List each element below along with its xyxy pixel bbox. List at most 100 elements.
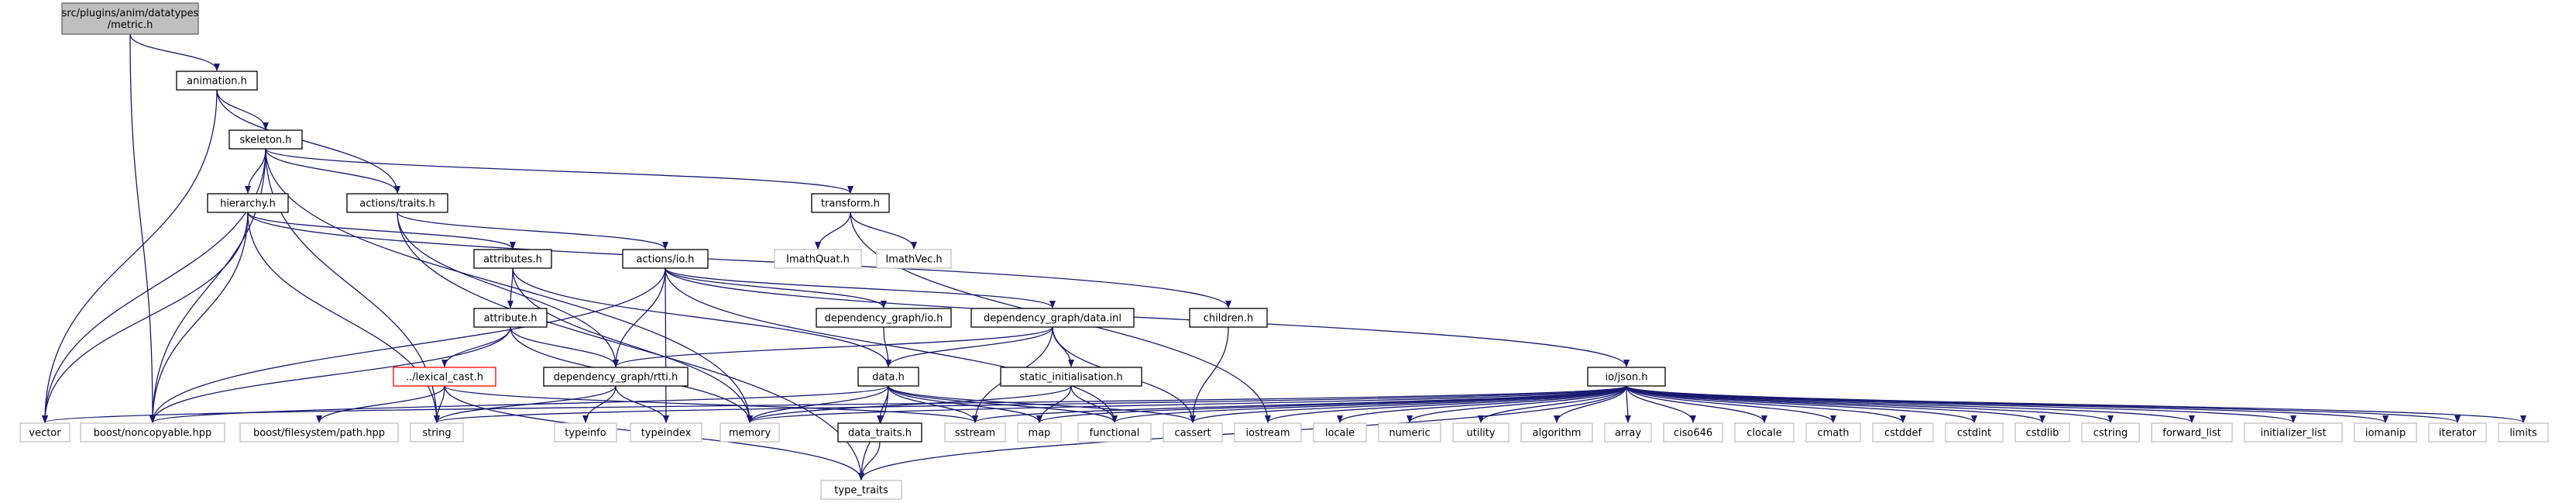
edge-actions_traits-to-dg_rtti (397, 212, 619, 367)
node-actions-traits[interactable]: actions/traits.h (346, 193, 448, 213)
edge-io_json-to-functional (1111, 385, 1627, 423)
edge-attributes-to-memory (512, 267, 753, 423)
node-utility-label: utility (1467, 428, 1496, 439)
node-filesystem-box (239, 422, 399, 443)
node-map-box (1017, 422, 1062, 443)
edge-root-to-noncopyable (129, 33, 156, 423)
node-iterator-label: iterator (2439, 428, 2477, 439)
edge-dg_rtti-to-typeindex (615, 385, 669, 423)
node-locale-box (1313, 422, 1367, 443)
node-filesystem: boost/filesystem/path.hpp (239, 422, 399, 443)
node-limits-box (2498, 422, 2549, 443)
node-locale: locale (1313, 422, 1367, 443)
node-utility: utility (1452, 422, 1510, 443)
node-skeleton-label: skeleton.h (239, 135, 291, 146)
edge-skeleton-to-noncopyable (149, 148, 266, 423)
node-children-label: children.h (1204, 313, 1254, 325)
node-static-init[interactable]: static_initialisation.h (1000, 367, 1142, 387)
node-iomanip-label: iomanip (2365, 428, 2406, 439)
edge-transform-to-imathvec (850, 212, 917, 250)
node-hierarchy[interactable]: hierarchy.h (207, 193, 289, 213)
node-functional-label: functional (1090, 428, 1140, 439)
node-data-traits[interactable]: data_traits.h (837, 422, 922, 443)
node-noncopyable: boost/noncopyable.hpp (80, 422, 225, 443)
edge-dg_data-to-data (885, 326, 1053, 367)
node-data-label: data.h (872, 372, 905, 384)
node-cstdlib-label: cstdlib (2026, 428, 2059, 439)
node-string-label: string (422, 428, 451, 439)
node-dg-io-box (816, 308, 952, 328)
node-clocale: clocale (1734, 422, 1795, 443)
node-attribute[interactable]: attribute.h (473, 308, 548, 328)
node-data[interactable]: data.h (857, 367, 919, 387)
node-cmath-box (1805, 422, 1861, 443)
node-typeindex: typeindex (630, 422, 702, 443)
node-dg-data[interactable]: dependency_graph/data.inl (970, 308, 1135, 328)
node-iterator-box (2428, 422, 2487, 443)
edge-io_json-to-memory (747, 385, 1627, 423)
node-transform-label: transform.h (821, 198, 880, 210)
node-lexical[interactable]: ../lexical_cast.h (393, 367, 496, 387)
edge-actions_traits-to-type_traits (397, 212, 864, 481)
node-iostream-label: iostream (1245, 428, 1290, 439)
node-memory-label: memory (729, 428, 771, 439)
node-data-traits-label: data_traits.h (848, 428, 912, 439)
node-imathquat-label: ImathQuat.h (786, 254, 850, 266)
edge-data-to-noncopyable (149, 385, 889, 423)
node-initializer-list-box (2244, 422, 2343, 443)
node-actions-io[interactable]: actions/io.h (622, 249, 709, 269)
node-cstdint-label: cstdint (1957, 428, 1991, 439)
node-type-traits-label: type_traits (834, 485, 888, 497)
node-typeindex-label: typeindex (641, 428, 692, 439)
node-root[interactable]: src/plugins/anim/datatypes/metric.h (61, 2, 199, 35)
node-limits-label: limits (2509, 428, 2537, 439)
edge-io_json-to-cstring (1626, 385, 2114, 423)
node-animation-label: animation.h (187, 76, 247, 88)
node-transform[interactable]: transform.h (811, 193, 890, 213)
node-skeleton[interactable]: skeleton.h (228, 129, 303, 150)
node-io-json-label: io/json.h (1606, 372, 1648, 384)
node-dg-rtti-label: dependency_graph/rtti.h (554, 372, 678, 384)
node-attributes-label: attributes.h (483, 254, 542, 266)
node-animation[interactable]: animation.h (176, 71, 258, 91)
edge-actions_io-to-typeindex (662, 267, 669, 423)
node-attributes[interactable]: attributes.h (473, 249, 552, 269)
node-imathvec-label: ImathVec.h (885, 254, 942, 266)
node-cstdint-box (1945, 422, 2004, 443)
node-string: string (410, 422, 464, 443)
node-dg-io[interactable]: dependency_graph/io.h (816, 308, 952, 328)
edge-io_json-to-numeric (1406, 385, 1627, 423)
node-vector-box (19, 422, 70, 443)
edge-io_json-to-ciso646 (1626, 385, 1696, 423)
node-data-box (857, 367, 919, 387)
node-limits: limits (2498, 422, 2549, 443)
node-transform-box (811, 193, 890, 213)
edge-io_json-to-utility (1478, 385, 1627, 423)
edge-attribute-to-lexical (441, 326, 511, 367)
node-algorithm: algorithm (1520, 422, 1593, 443)
edge-data-to-sstream (888, 385, 978, 423)
edge-lexical-to-filesystem (316, 385, 445, 423)
node-attributes-box (473, 249, 552, 269)
node-iterator: iterator (2428, 422, 2487, 443)
node-io-json[interactable]: io/json.h (1587, 367, 1666, 387)
node-typeinfo-label: typeinfo (565, 428, 606, 439)
node-cstddef-box (1872, 422, 1934, 443)
node-children[interactable]: children.h (1189, 308, 1268, 328)
node-iomanip: iomanip (2354, 422, 2417, 443)
node-filesystem-label: boost/filesystem/path.hpp (253, 428, 385, 439)
node-array-label: array (1615, 428, 1641, 439)
edge-hierarchy-to-children (247, 212, 1231, 308)
node-typeinfo: typeinfo (554, 422, 617, 443)
node-ciso646-label: ciso646 (1674, 428, 1712, 439)
node-cstdlib-box (2014, 422, 2070, 443)
node-cstdint: cstdint (1945, 422, 2004, 443)
node-type-traits-box (820, 480, 902, 500)
node-attribute-label: attribute.h (483, 313, 537, 325)
node-imathquat: ImathQuat.h (774, 249, 862, 269)
edge-attribute-to-noncopyable (149, 326, 511, 423)
node-cstring-label: cstring (2093, 428, 2128, 439)
node-dg-rtti[interactable]: dependency_graph/rtti.h (543, 367, 689, 387)
edge-io_json-to-string (434, 385, 1627, 423)
